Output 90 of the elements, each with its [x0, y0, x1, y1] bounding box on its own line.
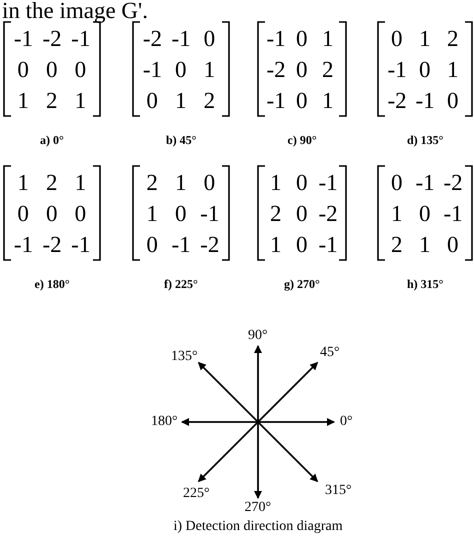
- matrix-entry: -1: [388, 58, 407, 80]
- matrix-entry: -2: [266, 58, 286, 80]
- angle-label: 180°: [151, 415, 178, 429]
- matrix-entry: 2: [447, 26, 458, 50]
- matrix-entry: 0: [74, 202, 86, 224]
- matrix-entry: -1: [14, 26, 33, 50]
- matrix-entry: 0: [447, 88, 458, 112]
- matrix-entry: 0: [46, 58, 58, 80]
- matrix-entry: 2: [146, 170, 158, 194]
- angle-label: 0°: [340, 415, 353, 429]
- matrix-entry: 1: [419, 26, 430, 50]
- matrix-entry: 1: [74, 88, 86, 112]
- matrix-entry: -1: [142, 58, 162, 80]
- matrix-entry: -1: [14, 232, 33, 256]
- caption-text: i) Detection direction diagram: [174, 520, 343, 534]
- matrix-entry: 0: [419, 58, 430, 80]
- matrix-entry: -1: [266, 88, 286, 112]
- matrix-entry: -1: [444, 202, 463, 224]
- matrix-entry: 0: [175, 202, 186, 224]
- sentence-text: in the image G'.: [2, 0, 148, 22]
- matrix-entry: 0: [17, 202, 29, 224]
- matrix-entry: 1: [74, 170, 86, 194]
- matrix-entry: 0: [74, 58, 86, 80]
- matrix-entry: 1: [17, 170, 29, 194]
- matrix-entry: 0: [391, 26, 402, 50]
- matrix-entry: 0: [419, 202, 430, 224]
- matrix-entry: 0: [204, 170, 216, 194]
- matrix-entry: -1: [318, 170, 338, 194]
- matrix-entry: -2: [200, 232, 220, 256]
- matrix-entry: 2: [204, 88, 216, 112]
- caption-text: e) 180°: [34, 278, 70, 290]
- matrix-entry: 0: [296, 202, 308, 224]
- matrix-entry: -2: [42, 26, 62, 50]
- caption-text: a) 0°: [40, 134, 64, 146]
- matrix-entry: 1: [270, 232, 282, 256]
- angle-label: 225°: [183, 487, 210, 501]
- matrix-entry: -1: [172, 26, 191, 50]
- matrix-entry: -1: [200, 202, 220, 224]
- caption-text: g) 270°: [284, 278, 320, 290]
- matrix-entry: 1: [322, 26, 334, 50]
- matrix-entry: -1: [266, 26, 286, 50]
- caption-text: b) 45°: [166, 134, 196, 146]
- matrix-entry: -1: [172, 232, 191, 256]
- matrix-entry: 2: [46, 170, 58, 194]
- matrix-entry: -2: [42, 232, 62, 256]
- matrix-entry: 0: [296, 232, 308, 256]
- matrix-entry: 0: [146, 232, 158, 256]
- matrix-entry: -2: [142, 26, 162, 50]
- matrix-entry: -1: [318, 232, 338, 256]
- angle-label: 45°: [320, 346, 340, 360]
- matrix-entry: 0: [296, 26, 308, 50]
- matrix-entry: 1: [322, 88, 334, 112]
- matrix-entry: 0: [146, 88, 158, 112]
- matrix-entry: 2: [322, 58, 334, 80]
- matrix-entry: 1: [146, 202, 158, 224]
- caption-text: f) 225°: [164, 278, 198, 290]
- matrix-entry: -1: [416, 88, 435, 112]
- matrix-entry: 1: [447, 58, 458, 80]
- matrix-entry: -2: [318, 202, 338, 224]
- matrix-entry: 0: [296, 88, 308, 112]
- matrix-entry: 0: [296, 58, 308, 80]
- matrix-entry: 0: [296, 170, 308, 194]
- matrix-entry: 1: [17, 88, 29, 112]
- angle-label: 270°: [244, 501, 272, 515]
- matrix-entry: 1: [175, 170, 186, 194]
- matrix-entry: 1: [204, 58, 216, 80]
- matrix-entry: -1: [71, 232, 90, 256]
- caption-text: c) 90°: [288, 134, 317, 146]
- caption-text: d) 135°: [407, 134, 444, 146]
- matrix-entry: 0: [17, 58, 29, 80]
- matrix-entry: -2: [444, 170, 463, 194]
- matrix-entry: 1: [419, 232, 430, 256]
- matrix-entry: 1: [175, 88, 186, 112]
- matrix-entry: 1: [391, 202, 402, 224]
- matrix-entry: -1: [71, 26, 90, 50]
- matrix-entry: 2: [270, 202, 282, 224]
- angle-label: 135°: [171, 350, 198, 364]
- matrix-entry: -1: [416, 170, 435, 194]
- matrix-entry: 0: [46, 202, 58, 224]
- matrix-entry: 1: [270, 170, 282, 194]
- matrix-entry: 0: [204, 26, 216, 50]
- matrix-entry: 0: [175, 58, 186, 80]
- matrix-entry: -2: [388, 88, 407, 112]
- caption-text: h) 315°: [407, 278, 444, 290]
- matrix-entry: 2: [46, 88, 58, 112]
- matrix-entry: 2: [391, 232, 402, 256]
- angle-label: 90°: [248, 329, 268, 343]
- matrix-entry: 0: [391, 170, 402, 194]
- matrix-entry: 0: [447, 232, 458, 256]
- angle-label: 315°: [325, 484, 352, 498]
